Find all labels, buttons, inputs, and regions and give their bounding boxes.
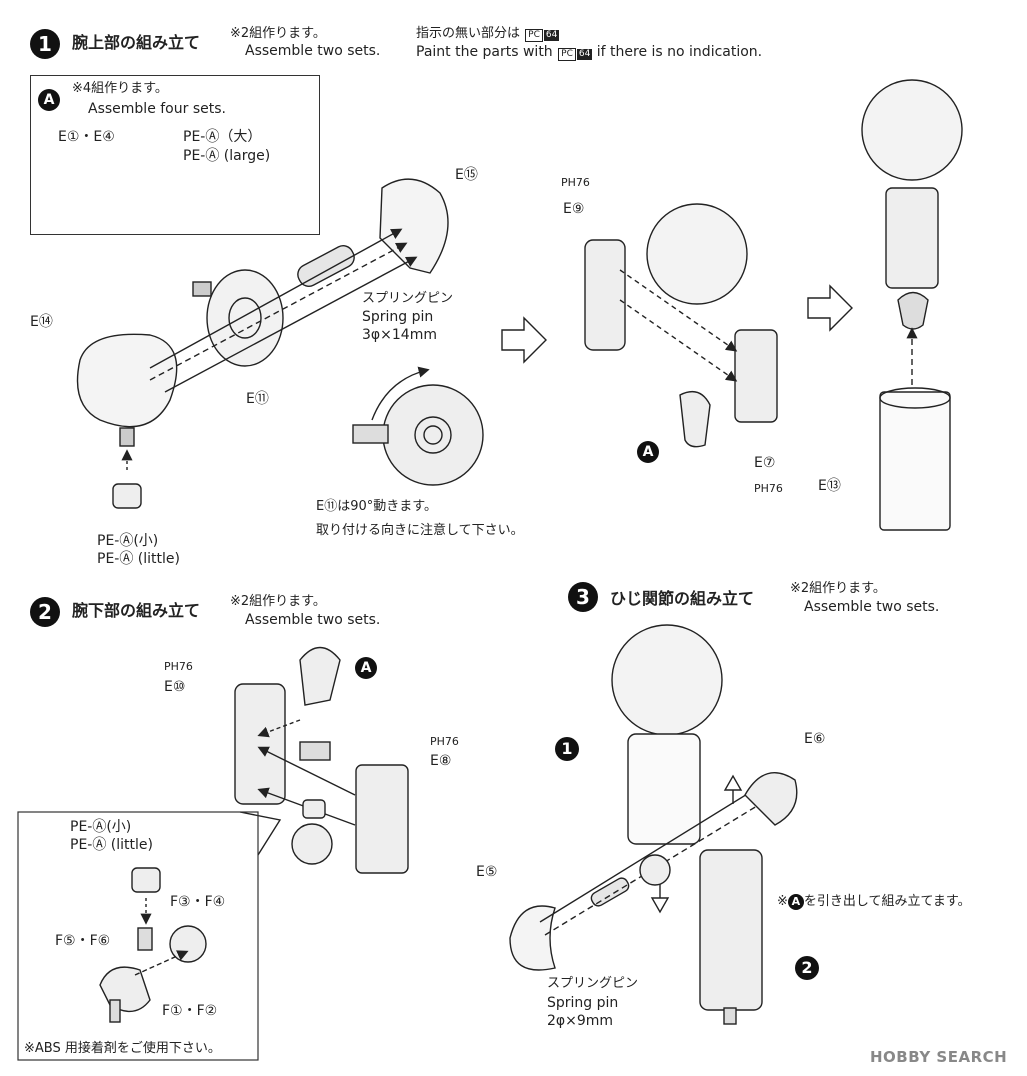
label-ph76-b: PH76 (430, 735, 459, 748)
inset-pe-little-en: PE-Ⓐ (little) (70, 837, 153, 853)
step-1-note-en: Assemble two sets. (245, 43, 381, 59)
spring-pin-en: Spring pin (362, 309, 434, 325)
paint-note-jp-text: 指示の無い部分は (416, 26, 521, 41)
label-e6: E⑥ (804, 731, 826, 747)
badge-a-step1: A (637, 441, 659, 463)
label-ph76-bottom: PH76 (754, 482, 783, 495)
label-e13: E⑬ (818, 478, 841, 494)
label-e10: E⑩ (164, 679, 186, 695)
rotate-note-1: E⑪は90°動きます。 (316, 499, 437, 514)
step-2-title: 腕下部の組み立て (72, 601, 201, 620)
label-ph76-top: PH76 (561, 176, 590, 189)
box-a-note-jp: ※4組作ります。 (72, 81, 168, 96)
label-e8: E⑧ (430, 753, 452, 769)
spring-pin-2-jp: スプリングピン (547, 976, 639, 991)
badge-a-step3: A (787, 893, 804, 910)
label-e1-e4: E①・E④ (58, 129, 115, 145)
badge-a: A (38, 89, 60, 111)
label-f1-f2: F①・F② (162, 1003, 218, 1019)
paint-code-letter-en: PC (558, 48, 576, 61)
paint-code-num-en: 64 (576, 49, 593, 60)
label-f5-f6: F⑤・F⑥ (55, 933, 111, 949)
step-2-note-jp: ※2組作ります。 (230, 594, 326, 609)
label-e9: E⑨ (563, 201, 585, 217)
pe-little-en: PE-Ⓐ (little) (97, 551, 180, 567)
spring-pin-jp: スプリングピン (362, 291, 454, 306)
spring-pin-2-en: Spring pin (547, 995, 619, 1011)
ref-step-1: 1 (555, 737, 579, 761)
step-1-title: 腕上部の組み立て (72, 33, 201, 52)
step-1-number: 1 (30, 29, 60, 59)
pull-a-prefix: ※ (777, 894, 788, 909)
badge-a-step2: A (355, 657, 377, 679)
label-e5: E⑤ (476, 864, 498, 880)
hobby-search-watermark: HOBBY SEARCH (870, 1048, 1008, 1066)
label-pe-large-jp: PE-Ⓐ（大） (183, 129, 262, 145)
paint-code-num: 64 (543, 30, 560, 41)
label-ph76-a: PH76 (164, 660, 193, 673)
step-3-number: 3 (568, 582, 598, 612)
paint-note-en-suffix: if there is no indication. (596, 44, 763, 60)
step-2-note-en: Assemble two sets. (245, 612, 381, 628)
step-3-note-jp: ※2組作ります。 (790, 581, 886, 596)
label-pe-large-en: PE-Ⓐ (large) (183, 148, 271, 164)
label-e7: E⑦ (754, 455, 776, 471)
paint-code-letter: PC (525, 29, 543, 42)
spring-pin-2-size: 2φ×9mm (547, 1013, 614, 1029)
step-1-note-jp: ※2組作ります。 (230, 26, 326, 41)
label-e15: E⑮ (455, 167, 478, 183)
label-e14: E⑭ (30, 314, 53, 330)
paint-note-en-prefix: Paint the parts with (416, 44, 553, 60)
step-3-note-en: Assemble two sets. (804, 599, 940, 615)
ref-step-2: 2 (795, 956, 819, 980)
label-e11: E⑪ (246, 391, 269, 407)
step-3-title: ひじ関節の組み立て (610, 589, 755, 608)
pe-little-jp: PE-Ⓐ(小) (97, 533, 159, 549)
inset-pe-little-jp: PE-Ⓐ(小) (70, 819, 132, 835)
step-2-number: 2 (30, 597, 60, 627)
subassembly-a-box (30, 75, 320, 235)
rotate-note-2: 取り付ける向きに注意して下さい。 (316, 523, 524, 538)
pull-a-text: を引き出して組み立てます。 (803, 894, 971, 909)
spring-pin-size: 3φ×14mm (362, 327, 437, 343)
box-a-note-en: Assemble four sets. (88, 101, 226, 117)
abs-adhesive-note: ※ABS 用接着剤をご使用下さい。 (24, 1041, 221, 1056)
label-f3-f4: F③・F④ (170, 894, 226, 910)
